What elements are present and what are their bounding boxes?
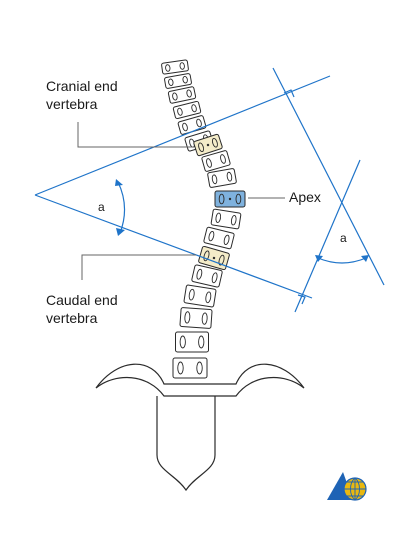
caudal-perpendicular-line <box>294 159 361 313</box>
vertebra-body <box>172 357 208 379</box>
vertebra-body <box>164 73 192 89</box>
logo-globe-grid <box>344 477 366 501</box>
vertebra <box>164 73 192 89</box>
pedicle-oval <box>211 174 218 185</box>
arrowhead-left-top <box>115 179 123 186</box>
pedicle-oval <box>172 92 178 101</box>
vertebra <box>175 331 209 353</box>
caudal-leader-line <box>81 254 196 280</box>
angle-label-left: a <box>98 200 105 214</box>
cranial-endplate-line <box>34 75 331 196</box>
pedicle-oval <box>215 212 222 223</box>
vertebra <box>201 150 231 172</box>
vertebra-body <box>183 284 217 308</box>
pedicle-oval <box>196 268 203 280</box>
pedicle-oval <box>191 104 197 113</box>
pedicle-oval <box>223 234 230 246</box>
pedicle-oval <box>177 107 183 116</box>
cranial-end-label-line1: Cranial end <box>46 78 118 94</box>
pedicle-oval <box>196 118 202 128</box>
pedicle-oval <box>177 361 184 375</box>
vertebra <box>177 115 207 135</box>
pedicle-oval <box>218 254 225 266</box>
arrowhead-right-right <box>361 255 369 262</box>
pedicle-oval <box>211 137 218 148</box>
pedicle-oval <box>198 142 205 153</box>
angle-label-right: a <box>340 231 347 245</box>
globe-triangle-logo-icon <box>327 472 367 501</box>
pedicle-oval <box>205 291 212 304</box>
arrowhead-left-bottom <box>116 228 125 236</box>
right-angle-marker-upper <box>283 89 295 98</box>
end-vertebra <box>193 133 223 157</box>
vertebra <box>203 226 235 250</box>
apex-label: Apex <box>289 189 321 205</box>
pedicle-oval <box>211 272 218 284</box>
angle-arrowheads <box>115 179 369 262</box>
vertebra-body <box>172 100 202 120</box>
vertebra <box>210 208 242 230</box>
pedicle-oval <box>218 193 225 205</box>
vertebra-body <box>167 86 197 104</box>
caudal-end-label-line2: vertebra <box>46 310 98 326</box>
pedicle-oval <box>235 193 242 205</box>
vertebra-center-dot <box>212 256 216 260</box>
pelvis-outline <box>95 363 305 397</box>
pedicle-oval <box>188 288 195 301</box>
vertebra <box>172 357 208 379</box>
sacrum-outline <box>156 396 216 492</box>
vertebra-center-dot <box>228 197 232 201</box>
arrowhead-right-left <box>315 255 323 262</box>
cobb-lines <box>34 67 385 313</box>
pedicle-oval <box>220 154 226 164</box>
vertebra-body <box>191 264 223 288</box>
vertebra-body <box>175 331 209 353</box>
angle-arc-right <box>317 257 367 264</box>
pedicle-oval <box>179 335 186 349</box>
vertebra-body <box>161 59 189 75</box>
vertebra <box>207 168 237 188</box>
vertebra-center-dot <box>206 143 210 147</box>
vertebra <box>167 86 197 104</box>
pedicle-oval <box>182 122 188 132</box>
pedicle-oval <box>179 62 185 70</box>
vertebra <box>161 59 189 75</box>
vertebra-body <box>203 226 235 250</box>
vertebra-body <box>210 208 242 230</box>
pedicle-oval <box>206 158 212 168</box>
pedicle-oval <box>165 64 171 72</box>
angle-arc-left <box>117 181 126 234</box>
cranial-perpendicular-line <box>272 67 385 286</box>
cranial-leader-line <box>77 122 194 148</box>
pedicle-oval <box>208 230 215 242</box>
vertebra <box>191 264 223 288</box>
pedicle-oval <box>184 311 191 324</box>
pedicle-oval <box>198 335 205 349</box>
pedicle-oval <box>226 171 233 182</box>
caudal-endplate-line <box>34 194 313 299</box>
spine-vertebrae <box>161 59 246 379</box>
apex-vertebra <box>214 190 246 208</box>
pedicle-oval <box>186 89 192 98</box>
pedicle-oval <box>230 215 237 226</box>
pedicle-oval <box>196 361 203 375</box>
right-angle-marker-lower <box>297 294 306 305</box>
cranial-end-label-line2: vertebra <box>46 96 98 112</box>
vertebra <box>183 284 217 308</box>
pedicle-oval <box>182 76 188 84</box>
vertebra <box>172 100 202 120</box>
leader-lines <box>77 122 285 280</box>
pedicle-oval <box>203 250 210 262</box>
pedicle-oval <box>168 78 174 86</box>
vertebra-body <box>207 168 237 188</box>
caudal-end-label-line1: Caudal end <box>46 292 118 308</box>
vertebra-body <box>201 150 231 172</box>
pedicle-oval <box>201 312 208 325</box>
vertebra <box>179 307 213 329</box>
